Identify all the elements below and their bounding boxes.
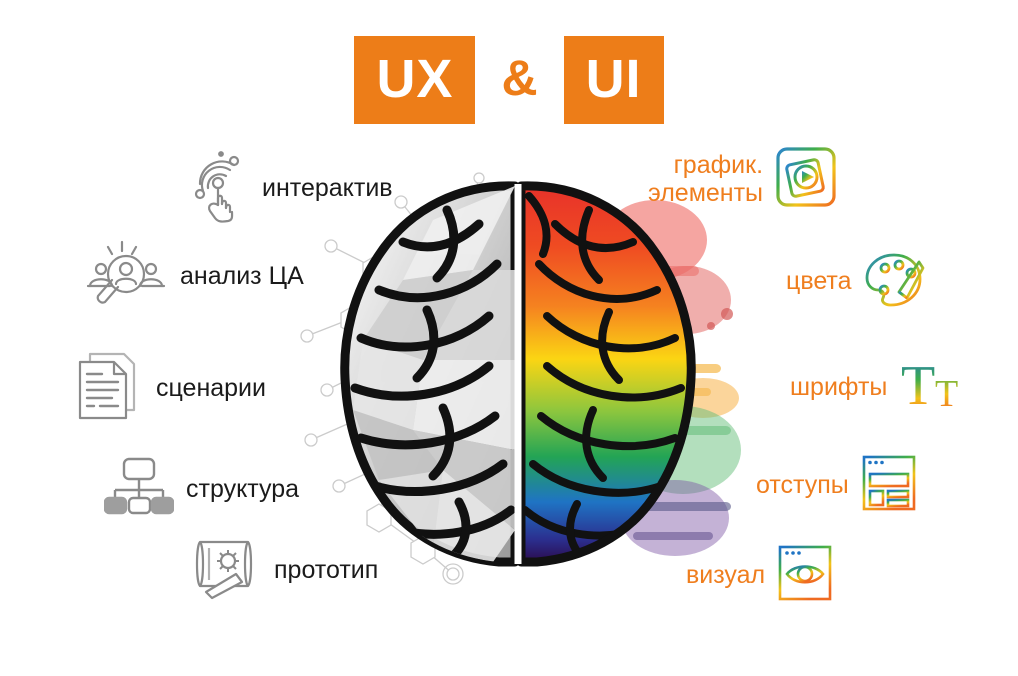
feature-label: график. элементы <box>648 151 764 207</box>
feature-label: структура <box>186 475 300 504</box>
palette-icon <box>863 250 925 313</box>
svg-text:T: T <box>935 373 958 415</box>
layout-grid-icon <box>861 454 917 517</box>
feature-interactive[interactable]: интерактив <box>188 148 393 229</box>
page-title: UX & UI <box>0 36 1018 124</box>
feature-label: интерактив <box>262 174 393 203</box>
feature-label: сценарии <box>156 374 266 403</box>
feature-visual[interactable]: визуал <box>686 544 833 607</box>
feature-structure[interactable]: структура <box>103 456 300 523</box>
typography-tt-icon: T T <box>899 354 965 421</box>
feature-label-line2: элементы <box>648 178 764 207</box>
documents-icon <box>74 348 144 429</box>
title-chip-ui: UI <box>563 36 664 124</box>
audience-research-icon <box>86 238 168 315</box>
feature-label: отступы <box>756 471 849 500</box>
title-chip-ux: UX <box>354 36 476 124</box>
svg-text:T: T <box>901 355 935 416</box>
brain-right-hemisphere <box>516 181 741 567</box>
brain-left-hemisphere <box>340 181 520 567</box>
feature-label: прототип <box>274 556 379 585</box>
feature-label: анализ ЦА <box>180 262 304 291</box>
feature-audience-analysis[interactable]: анализ ЦА <box>86 238 304 315</box>
feature-spacing[interactable]: отступы <box>756 454 917 517</box>
split-brain-illustration <box>283 150 743 590</box>
blueprint-gear-icon <box>190 536 262 605</box>
feature-graphic-elements[interactable]: график. элементы <box>648 146 837 213</box>
sitemap-icon <box>103 456 175 523</box>
feature-fonts[interactable]: шрифты T T <box>790 354 965 421</box>
feature-label-line1: график. <box>673 151 764 179</box>
touch-gesture-icon <box>188 148 250 229</box>
eye-browser-icon <box>777 544 833 607</box>
feature-label: визуал <box>686 561 766 590</box>
title-ampersand: & <box>501 50 538 106</box>
feature-scenarios[interactable]: сценарии <box>74 348 266 429</box>
feature-colors[interactable]: цвета <box>786 250 925 313</box>
media-frame-icon <box>775 146 837 213</box>
feature-label: шрифты <box>790 373 888 402</box>
feature-label: цвета <box>786 267 852 296</box>
feature-prototype[interactable]: прототип <box>190 536 378 605</box>
